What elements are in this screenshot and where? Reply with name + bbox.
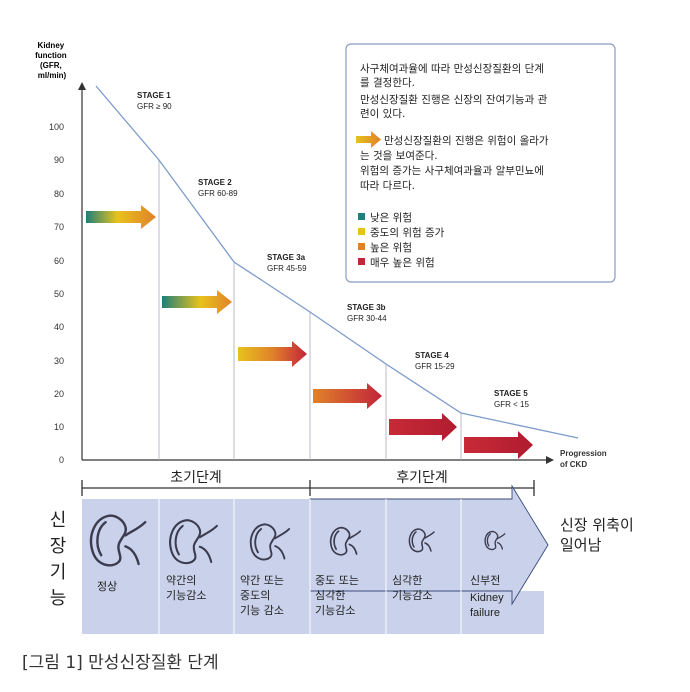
kidney-function-side-label: 능 (50, 588, 67, 609)
risk-arrow-stage-3a (238, 341, 307, 367)
atrophy-note: 일어남 (560, 536, 602, 554)
risk-arrow-stage-4 (389, 413, 457, 441)
legend-gradient-arrow-icon (356, 131, 381, 148)
kidney-failure-icon (484, 530, 506, 551)
figure-caption: [그림 1] 만성신장질환 단계 (22, 653, 219, 673)
y-tick-label: 40 (54, 322, 64, 332)
kidney-state-label: 기능감소 (392, 589, 432, 602)
risk-label-very-high: 매우 높은 위험 (370, 256, 435, 269)
kidney-state-label: Kidney (470, 592, 504, 604)
stage-5-gfr: GFR < 15 (494, 400, 529, 409)
kidney-mild-moderate-icon (249, 523, 291, 561)
y-tick-label: 70 (54, 222, 64, 232)
kidney-function-side-label: 장 (50, 536, 67, 557)
stage-2-gfr: GFR 60-89 (198, 189, 238, 198)
kidney-state-label: 신부전 (470, 574, 500, 587)
kidney-function-side-label: 신 (50, 510, 67, 531)
stage-5-label: STAGE 5 (494, 389, 528, 398)
risk-swatch-moderate (358, 228, 365, 235)
y-tick-label: 10 (54, 422, 64, 432)
kidney-function-side-label: 기 (50, 562, 67, 583)
y-tick-label: 60 (54, 256, 64, 266)
stage-3b-label: STAGE 3b (347, 303, 386, 312)
y-axis-arrowhead (78, 82, 86, 90)
legend-text-8: 따라 다르다. (360, 180, 415, 192)
kidney-state-label: 기능감소 (315, 604, 355, 617)
kidney-state-label: 기능감소 (166, 589, 206, 602)
y-tick-label: 100 (49, 122, 64, 132)
risk-label-high: 높은 위험 (370, 241, 412, 254)
legend-text-5: 만성신장질환의 진행은 위험이 올라가 (384, 134, 549, 147)
y-tick-label: 50 (54, 289, 64, 299)
kidney-state-label: 심각한 (392, 574, 422, 587)
legend-text-6: 는 것을 보여준다. (360, 150, 438, 162)
y-tick-label: 90 (54, 155, 64, 165)
risk-arrow-stage-3b (313, 383, 382, 409)
kidney-state-label: 중도 또는 (315, 574, 359, 587)
legend-text-1: 사구체여과율에 따라 만성신장질환의 단계 (360, 63, 544, 75)
stage-1-gfr: GFR ≥ 90 (137, 102, 172, 111)
atrophy-note: 신장 위축이 (560, 516, 634, 534)
kidney-state-label: 기능 감소 (240, 604, 284, 617)
kidney-state-label: 중도의 (240, 589, 270, 602)
risk-swatch-very-high (358, 258, 365, 265)
kidney-severe-icon (408, 528, 435, 553)
kidney-state-label: 약간의 (166, 573, 196, 587)
phase-early-label: 초기단계 (170, 470, 222, 486)
stage-1-label: STAGE 1 (137, 91, 171, 100)
risk-label-low: 낮은 위험 (370, 211, 412, 224)
y-tick-label: 0 (59, 455, 64, 465)
phase-late-label: 후기단계 (396, 470, 448, 486)
stage-4-label: STAGE 4 (415, 351, 449, 360)
x-axis-label: Progression of CKD (560, 449, 609, 469)
stage-3a-label: STAGE 3a (267, 253, 306, 262)
y-tick-label: 30 (54, 356, 64, 366)
x-axis-arrowhead (546, 456, 554, 464)
band-arrow-outline (309, 484, 549, 606)
y-tick-label: 80 (54, 189, 64, 199)
legend-text-3: 만성신장질환 진행은 신장의 잔여기능과 관 (360, 94, 548, 106)
kidney-normal-icon (89, 514, 147, 567)
risk-label-moderate: 중도의 위험 증가 (370, 226, 445, 239)
y-axis-title: Kidney function (GFR, ml/min) (35, 41, 69, 80)
stage-3a-gfr: GFR 45-59 (267, 264, 307, 273)
stage-3b-gfr: GFR 30-44 (347, 314, 387, 323)
kidney-state-label: 정상 (97, 580, 117, 593)
legend-box (345, 43, 616, 283)
risk-swatch-low (358, 213, 365, 220)
risk-arrow-stage-2 (162, 290, 232, 314)
kidney-function-curve (95, 85, 579, 439)
legend-text-7: 위험의 증가는 사구체여과율과 알부민뇨에 (360, 164, 544, 177)
stage-2-label: STAGE 2 (198, 178, 232, 187)
risk-swatch-high (358, 243, 365, 250)
kidney-state-label: failure (470, 607, 500, 619)
stage-4-gfr: GFR 15-29 (415, 362, 455, 371)
risk-arrow-stage-5 (464, 431, 533, 459)
y-tick-label: 20 (54, 389, 64, 399)
risk-arrow-stage-1 (86, 205, 156, 229)
legend-text-2: 를 결정한다. (360, 77, 415, 89)
kidney-slight-decrease-icon (169, 519, 218, 565)
kidney-moderate-severe-icon (329, 526, 362, 556)
kidney-state-label: 약간 또는 (240, 573, 284, 587)
kidney-function-band (82, 486, 548, 604)
legend-text-4: 련이 있다. (360, 108, 405, 120)
kidney-state-label: 심각한 (315, 589, 345, 602)
